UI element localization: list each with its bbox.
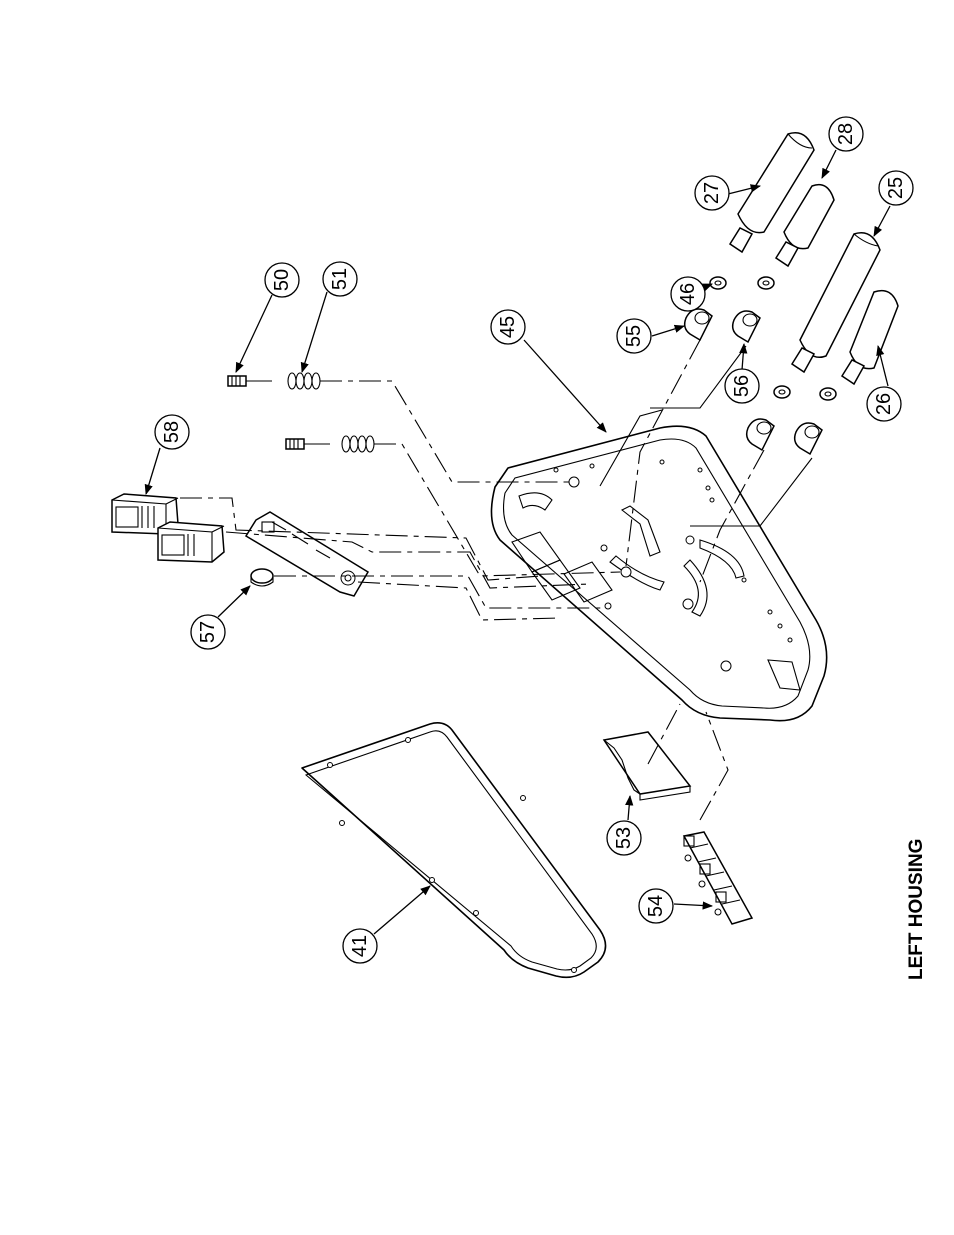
svg-text:27: 27 — [701, 182, 723, 204]
callout-53: 53 — [607, 821, 641, 855]
svg-text:46: 46 — [677, 283, 699, 305]
sheet-title-text: LEFT HOUSING — [906, 839, 928, 980]
svg-text:51: 51 — [329, 268, 351, 290]
callout-45: 45 — [491, 310, 525, 344]
svg-text:41: 41 — [349, 935, 371, 957]
callout-58: 58 — [155, 415, 189, 449]
callout-50: 50 — [265, 263, 299, 297]
callout-41: 41 — [343, 929, 377, 963]
svg-text:25: 25 — [885, 177, 907, 199]
part-58-switches — [112, 494, 224, 562]
callout-46: 46 — [671, 277, 705, 311]
assembly-lines — [180, 340, 812, 820]
callout-55: 55 — [617, 319, 651, 353]
callout-25: 25 — [879, 171, 913, 205]
callout-26: 26 — [867, 387, 901, 421]
svg-text:45: 45 — [497, 316, 519, 338]
svg-text:56: 56 — [731, 375, 753, 397]
svg-text:26: 26 — [873, 393, 895, 415]
callout-27: 27 — [695, 176, 729, 210]
svg-text:55: 55 — [623, 325, 645, 347]
svg-text:53: 53 — [613, 827, 635, 849]
callout-57: 57 — [191, 615, 225, 649]
callout-28: 28 — [829, 117, 863, 151]
svg-text:57: 57 — [197, 621, 219, 643]
svg-text:58: 58 — [161, 421, 183, 443]
part-54-terminal-block — [684, 832, 752, 924]
svg-text:54: 54 — [645, 895, 667, 917]
part-53-board — [604, 732, 690, 800]
svg-text:28: 28 — [835, 123, 857, 145]
part-57-knob — [251, 569, 273, 586]
callout-51: 51 — [323, 262, 357, 296]
svg-text:50: 50 — [271, 269, 293, 291]
callout-56: 56 — [725, 369, 759, 403]
callout-54: 54 — [639, 889, 673, 923]
part-50-screw — [228, 376, 330, 449]
part-45-housing-plate — [491, 426, 826, 721]
